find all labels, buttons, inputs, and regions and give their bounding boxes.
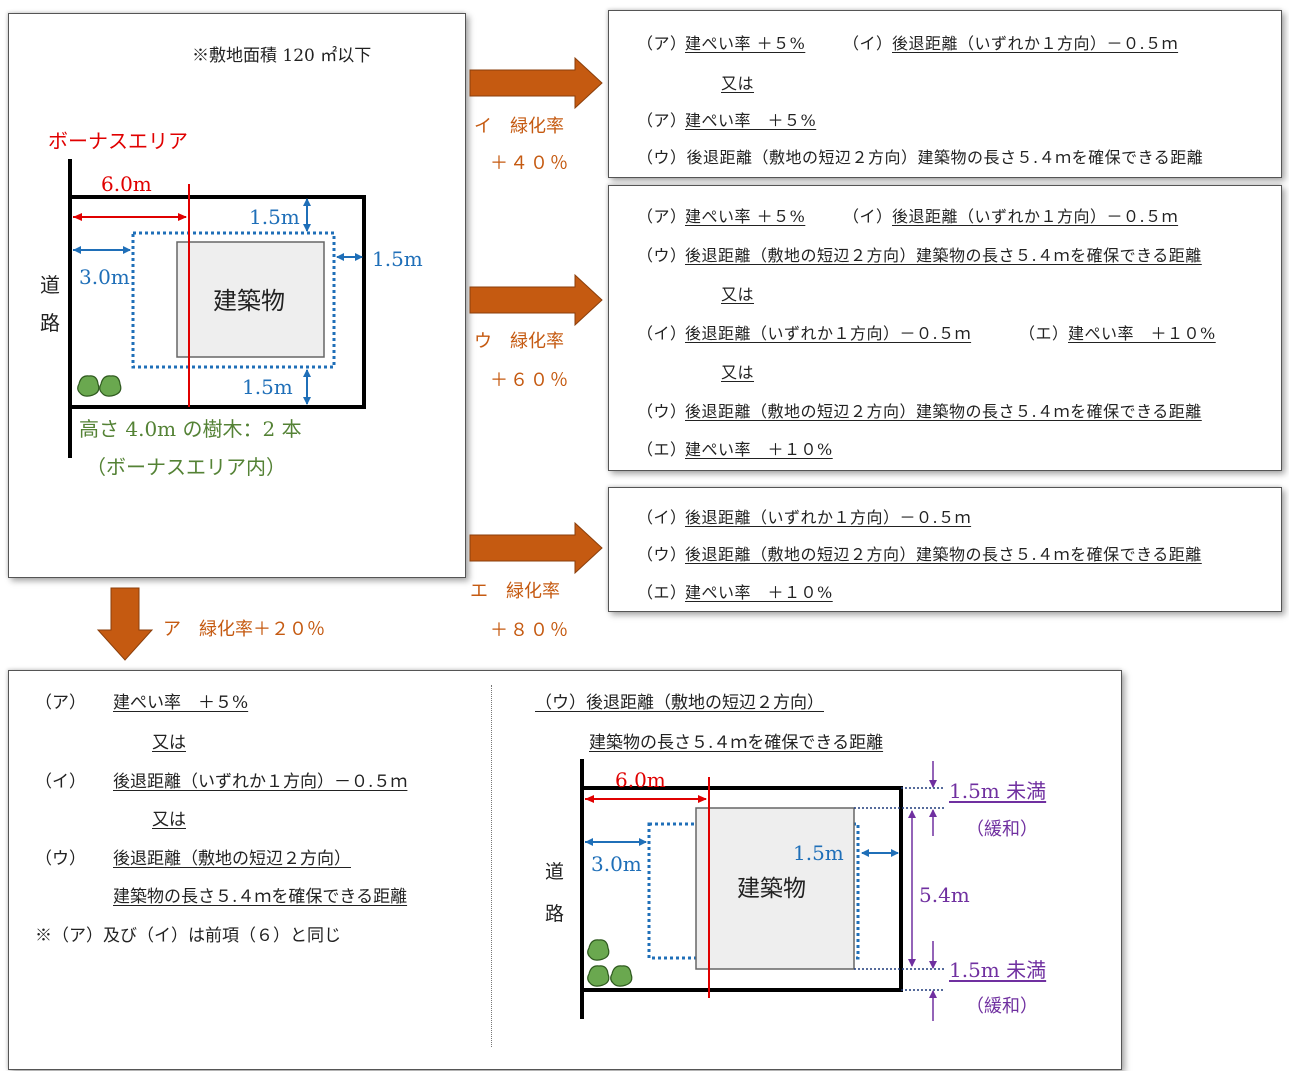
box-a-u-2: 建築物の長さ５.４ｍを確保できる距離: [113, 887, 408, 907]
trees-label-1: 高さ 4.0m の樹木：2 本: [79, 417, 302, 441]
box-a-dim-6m: 6.0m: [615, 768, 666, 792]
box-u-r5: 建ぺい率 ＋１０%: [685, 440, 833, 459]
box-u-r1-a-prefix: （ア）: [637, 207, 687, 226]
box-e-r3: 建ぺい率 ＋１０%: [685, 583, 833, 602]
arrow-a-label: ア 緑化率＋２０％: [163, 619, 325, 640]
arrow-e: [469, 521, 603, 575]
relaxation-plan-drawing: [580, 759, 944, 1021]
arrow-i-value: ＋４０％: [490, 153, 570, 174]
box-a-i: 後退距離（いずれか１方向）－０.５ｍ: [113, 772, 408, 792]
box-u-r2-prefix: （ウ）: [637, 246, 687, 265]
arrow-e-label: エ 緑化率: [470, 581, 560, 602]
box-u-r3-e: 建ぺい率 ＋１０%: [1068, 324, 1216, 343]
site-dim-3m: 3.0m: [79, 265, 130, 289]
arrow-i-label: イ 緑化率: [474, 116, 564, 137]
box-a-relax-top: （緩和）: [966, 819, 1038, 840]
arrow-u-value: ＋６０％: [490, 370, 570, 391]
box-a-i-prefix: （イ）: [35, 772, 86, 792]
column-divider: [491, 685, 492, 1047]
box-u-r4-prefix: （ウ）: [637, 402, 687, 421]
box-u-r1-i: 後退距離（いずれか１方向）－０.５ｍ: [892, 207, 1179, 226]
site-road-label-1: 道: [40, 273, 60, 297]
box-a-dim-5-4m: 5.4m: [919, 883, 970, 907]
box-i-r1-i-prefix: （イ）: [843, 34, 893, 53]
box-a-note: ※（ア）及び（イ）は前項（６）と同じ: [35, 926, 341, 946]
trees-label-2: （ボーナスエリア内）: [86, 455, 286, 479]
box-e-r3-prefix: （エ）: [637, 583, 687, 602]
box-i-r3: （ウ）後退距離（敷地の短辺２方向）建築物の長さ５.４ｍを確保できる距離: [637, 148, 1204, 167]
box-a-dim-1-5m: 1.5m: [793, 841, 844, 865]
site-plan-drawing: [68, 159, 366, 458]
box-a-a: 建ぺい率 ＋５%: [113, 693, 249, 713]
box-a-road-2: 路: [545, 903, 565, 925]
box-a-relax-bottom: （緩和）: [966, 996, 1038, 1017]
box-a-road-1: 道: [545, 861, 565, 883]
box-i-or: 又は: [721, 74, 755, 93]
box-a-right-u-2: 建築物の長さ５.４ｍを確保できる距離: [589, 733, 884, 753]
box-i-r2: 建ぺい率 ＋５%: [685, 111, 817, 130]
box-e-r1-prefix: （イ）: [637, 508, 687, 527]
box-u-r3-e-prefix: （エ）: [1019, 324, 1069, 343]
box-u-r3: 後退距離（いずれか１方向）－０.５ｍ: [685, 324, 972, 343]
site-dim-1-5m-bottom: 1.5m: [242, 375, 293, 399]
box-i-r1-a: 建ぺい率 ＋５%: [685, 34, 806, 53]
arrow-i: [469, 56, 603, 110]
site-area-note: ※敷地面積 120 ㎡以下: [192, 46, 372, 66]
box-a-a-prefix: （ア）: [35, 693, 86, 713]
option-box-a: （ア） 建ぺい率 ＋５% 又は （イ） 後退距離（いずれか１方向）－０.５ｍ 又…: [8, 670, 1122, 1070]
site-road-label-2: 路: [40, 311, 60, 335]
arrow-e-value: ＋８０％: [490, 620, 570, 641]
box-e-r2-prefix: （ウ）: [637, 545, 687, 564]
box-e-r2: 後退距離（敷地の短辺２方向）建築物の長さ５.４ｍを確保できる距離: [685, 545, 1202, 564]
box-u-r2: 後退距離（敷地の短辺２方向）建築物の長さ５.４ｍを確保できる距離: [685, 246, 1202, 265]
box-u-r1-a: 建ぺい率 ＋５%: [685, 207, 806, 226]
box-a-or-1: 又は: [152, 733, 186, 753]
site-building-label: 建築物: [213, 287, 285, 315]
tree-icon: [587, 939, 633, 987]
arrow-u: [469, 273, 603, 327]
box-a-less-bottom: 1.5m 未満: [949, 958, 1047, 982]
bonus-area-label: ボーナスエリア: [48, 129, 188, 153]
option-box-e: （イ） 後退距離（いずれか１方向）－０.５ｍ （ウ） 後退距離（敷地の短辺２方向…: [608, 487, 1282, 612]
box-u-or-1: 又は: [721, 285, 755, 304]
site-dim-6m: 6.0m: [101, 172, 152, 196]
option-box-u: （ア） 建ぺい率 ＋５% （イ） 後退距離（いずれか１方向）－０.５ｍ （ウ） …: [608, 185, 1282, 471]
tree-icon: [77, 375, 122, 397]
box-a-u-prefix: （ウ）: [35, 849, 86, 869]
box-a-right-u-1: （ウ）後退距離（敷地の短辺２方向）: [535, 693, 824, 713]
site-dim-1-5m-top: 1.5m: [249, 205, 300, 229]
box-i-r2-prefix: （ア）: [637, 111, 687, 130]
box-u-r1-i-prefix: （イ）: [843, 207, 893, 226]
site-dim-1-5m-right: 1.5m: [372, 247, 423, 271]
box-a-dim-3m: 3.0m: [591, 852, 642, 876]
arrow-u-label: ウ 緑化率: [474, 331, 564, 352]
box-u-r5-prefix: （エ）: [637, 440, 687, 459]
site-diagram-panel: ※敷地面積 120 ㎡以下 ボーナスエリア: [8, 13, 466, 578]
box-u-or-2: 又は: [721, 363, 755, 382]
option-box-i: （ア） 建ぺい率 ＋５% （イ） 後退距離（いずれか１方向）－０.５ｍ 又は （…: [608, 10, 1282, 178]
box-a-less-top: 1.5m 未満: [949, 779, 1047, 803]
setback-line: [131, 231, 336, 369]
box-a-u-1: 後退距離（敷地の短辺２方向）: [113, 849, 351, 869]
box-i-r1-a-prefix: （ア）: [637, 34, 687, 53]
box-e-r1: 後退距離（いずれか１方向）－０.５ｍ: [685, 508, 972, 527]
box-u-r3-prefix: （イ）: [637, 324, 687, 343]
box-a-building: 建築物: [737, 876, 806, 902]
box-u-r4: 後退距離（敷地の短辺２方向）建築物の長さ５.４ｍを確保できる距離: [685, 402, 1202, 421]
arrow-a: [96, 587, 154, 661]
box-i-r1-i: 後退距離（いずれか１方向）－０.５ｍ: [892, 34, 1179, 53]
building-shape: [176, 241, 325, 358]
site-boundary: [68, 195, 366, 409]
box-a-or-2: 又は: [152, 810, 186, 830]
